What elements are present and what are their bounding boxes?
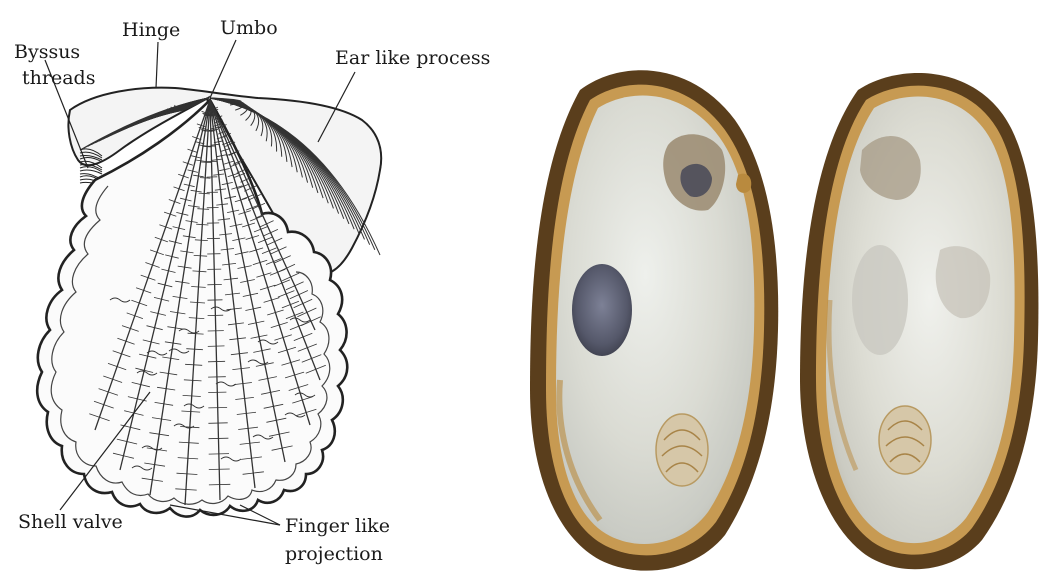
label-shell-valve: Shell valve — [18, 511, 123, 533]
left-valve — [530, 70, 778, 570]
right-posterior-scar — [879, 406, 931, 474]
scallop-drawing: Byssus threads Hinge Umbo Ear like proce… — [14, 17, 490, 565]
right-valve — [800, 73, 1038, 569]
left-posterior-scar — [656, 414, 708, 486]
label-hinge: Hinge — [122, 19, 180, 41]
label-ear-like-process: Ear like process — [335, 47, 490, 69]
label-finger-like-projection: Finger like projection — [285, 515, 396, 565]
left-muscle-scar — [572, 264, 632, 356]
label-byssus-threads: Byssus threads — [14, 41, 95, 89]
label-umbo: Umbo — [220, 17, 278, 39]
mussel-valves-photo — [530, 70, 1038, 570]
